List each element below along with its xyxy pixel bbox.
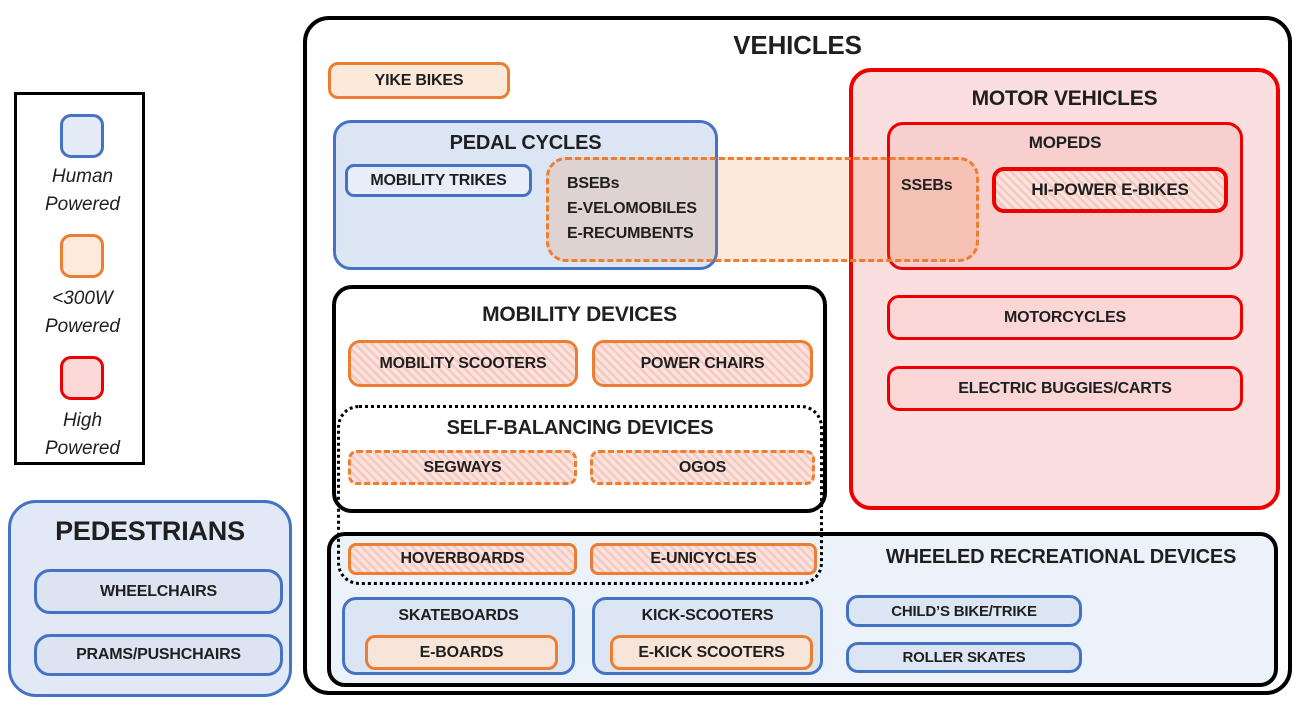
human-powered-swatch <box>60 114 104 158</box>
wheeled-recreational-title: WHEELED RECREATIONAL DEVICES <box>885 546 1237 568</box>
e-kick-scooters-box: E-KICK SCOOTERS <box>610 635 813 670</box>
segways-box: SEGWAYS <box>348 450 577 485</box>
mopeds-title: MOPEDS <box>1028 133 1102 152</box>
e-unicycles-box: E-UNICYCLES <box>590 543 817 575</box>
sseb-label: SSEBs <box>901 177 953 194</box>
mobility-scooters-box: MOBILITY SCOOTERS <box>348 340 578 387</box>
motorcycles-box: MOTORCYCLES <box>887 295 1243 340</box>
childs-bike-trike-box: CHILD’S BIKE/TRIKE <box>846 595 1082 627</box>
hi-power-e-bikes-box: HI-POWER E-BIKES <box>992 167 1228 213</box>
electric-buggies-carts-box: ELECTRIC BUGGIES/CARTS <box>887 366 1243 411</box>
kick-scooters-title: KICK-SCOOTERS <box>641 607 774 624</box>
pedestrians-box: PEDESTRIANS WHEELCHAIRS PRAMS/PUSHCHAIRS <box>8 500 292 697</box>
e-boards-box: E-BOARDS <box>365 635 558 670</box>
bseb-sseb-overlap-box: BSEBs E-VELOMOBILES E-RECUMBENTS SSEBs <box>546 157 979 262</box>
low-powered-swatch <box>60 234 104 278</box>
self-balancing-devices-title: SELF-BALANCING DEVICES <box>446 417 714 439</box>
self-balancing-devices-box: SELF-BALANCING DEVICES <box>337 405 823 585</box>
legend-label-low-powered: <300W Powered <box>45 288 120 337</box>
mobility-trikes-box: MOBILITY TRIKES <box>345 164 532 197</box>
pedestrians-title: PEDESTRIANS <box>55 516 245 546</box>
prams-pushchairs-box: PRAMS/PUSHCHAIRS <box>34 634 283 676</box>
wheelchairs-box: WHEELCHAIRS <box>34 569 283 614</box>
pedal-cycles-title: PEDAL CYCLES <box>449 132 602 154</box>
ogos-box: OGOS <box>590 450 815 485</box>
yike-bikes-box: YIKE BIKES <box>328 62 510 99</box>
legend-box: Human Powered <300W Powered High Powered <box>14 92 145 465</box>
bseb-list: BSEBs E-VELOMOBILES E-RECUMBENTS <box>567 175 697 242</box>
high-powered-swatch <box>60 356 104 400</box>
legend-label-high-powered: High Powered <box>45 410 120 459</box>
legend-label-human-powered: Human Powered <box>45 166 120 215</box>
hoverboards-box: HOVERBOARDS <box>348 543 577 575</box>
mobility-devices-title: MOBILITY DEVICES <box>482 303 677 326</box>
motor-vehicles-title: MOTOR VEHICLES <box>971 87 1158 110</box>
skateboards-title: SKATEBOARDS <box>398 607 519 624</box>
vehicles-title: VEHICLES <box>733 30 862 60</box>
roller-skates-box: ROLLER SKATES <box>846 642 1082 673</box>
power-chairs-box: POWER CHAIRS <box>592 340 813 387</box>
